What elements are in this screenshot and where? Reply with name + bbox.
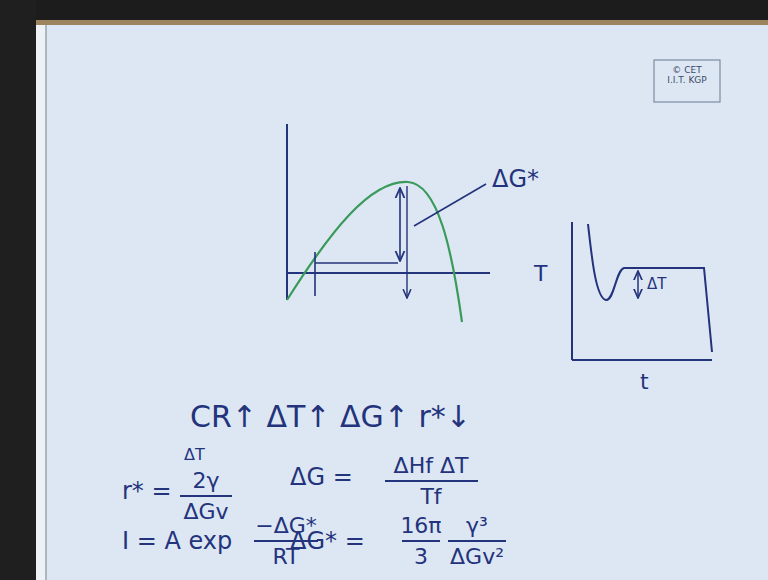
equation-lhs: ΔG* = bbox=[290, 528, 365, 554]
numerator: γ³ bbox=[466, 514, 488, 538]
equation-lhs: r* = bbox=[122, 478, 172, 504]
math-label: ΔT bbox=[184, 446, 205, 464]
fraction-bar bbox=[385, 480, 478, 482]
undercooling-arrow bbox=[637, 271, 639, 298]
equation-lhs: I = A exp bbox=[122, 528, 232, 554]
x-axis bbox=[287, 272, 490, 274]
math-label: ΔT bbox=[647, 276, 666, 293]
barrier-arrow bbox=[399, 188, 401, 261]
radius-tick bbox=[314, 252, 316, 296]
denominator: 3 bbox=[414, 545, 428, 569]
axis-label: t bbox=[640, 370, 649, 394]
denominator: ΔGv² bbox=[450, 545, 504, 569]
math-label: ΔG* bbox=[492, 166, 539, 192]
board-edge-line bbox=[45, 25, 47, 580]
leader-line bbox=[414, 184, 486, 226]
paper-edge bbox=[0, 20, 768, 25]
watermark-box bbox=[654, 60, 720, 102]
axis-label: T bbox=[534, 262, 547, 286]
equation-lhs: ΔG = bbox=[290, 464, 353, 490]
denominator: Tf bbox=[420, 485, 441, 509]
x-axis bbox=[572, 359, 712, 361]
numerator: 2γ bbox=[192, 469, 219, 493]
barrier-arrow bbox=[406, 186, 407, 298]
fraction-bar bbox=[180, 495, 232, 497]
cooling-curve bbox=[588, 224, 712, 352]
fraction-bar bbox=[402, 540, 440, 542]
y-axis bbox=[571, 222, 573, 360]
fraction-bar bbox=[448, 540, 506, 542]
numerator: ΔHf ΔT bbox=[394, 454, 469, 478]
top-frame bbox=[0, 0, 768, 20]
free-energy-curve bbox=[287, 182, 462, 322]
numerator: 16π bbox=[400, 514, 441, 538]
relation-line: CR↑ ΔT↑ ΔG↑ r*↓ bbox=[190, 400, 471, 433]
left-frame bbox=[0, 0, 36, 580]
level-line bbox=[315, 262, 398, 264]
board-edge bbox=[36, 25, 46, 580]
watermark: © CET I.I.T. KGP bbox=[664, 66, 710, 86]
denominator: ΔGv bbox=[183, 500, 228, 524]
